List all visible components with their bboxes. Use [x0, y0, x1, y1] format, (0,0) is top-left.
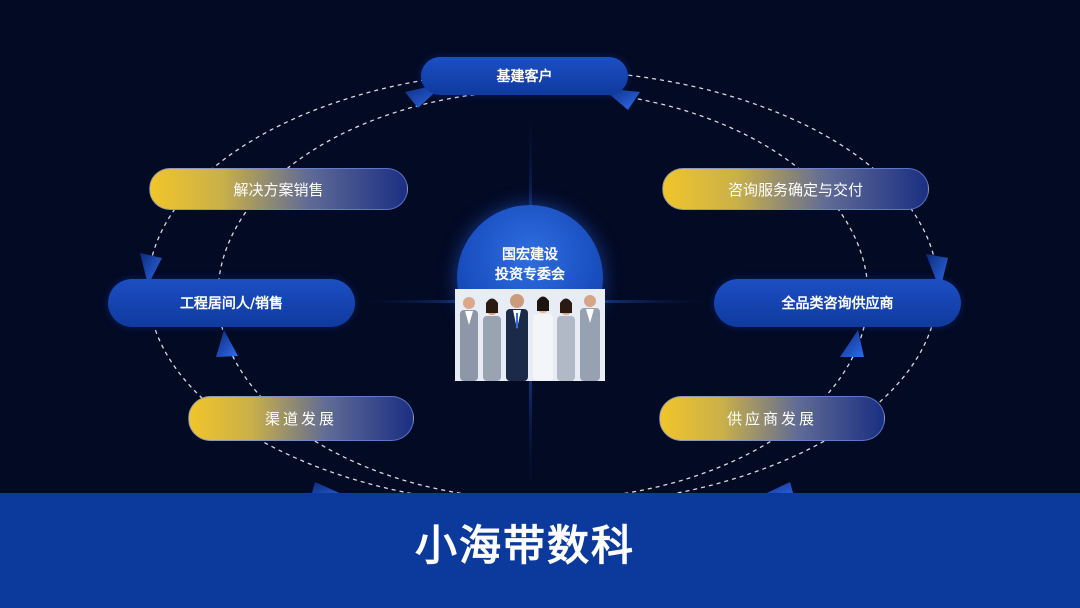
node-left-upper: 解决方案销售 — [149, 168, 408, 210]
team-photo — [455, 289, 605, 381]
center-title-line2: 投资专委会 — [495, 267, 565, 283]
node-right-middle: 全品类咨询供应商 — [714, 279, 961, 327]
node-right-upper: 咨询服务确定与交付 — [662, 168, 929, 210]
node-right-lower: 供应商发展 — [659, 396, 885, 441]
node-left-lower: 渠道发展 — [188, 396, 414, 441]
person-figure-5 — [557, 298, 575, 381]
center-title: 国宏建设 投资专委会 — [455, 245, 605, 285]
center-node: 国宏建设 投资专委会 — [455, 205, 605, 381]
person-figure-3 — [506, 294, 528, 381]
arrow-left-lower-icon — [216, 330, 238, 357]
arrow-left-upper-icon — [140, 253, 162, 285]
person-figure-4 — [533, 296, 553, 381]
arrow-right-upper-icon — [926, 254, 948, 290]
node-left-middle: 工程居间人/销售 — [108, 279, 355, 327]
node-top: 基建客户 — [421, 57, 628, 95]
footer-band — [0, 493, 1080, 608]
person-figure-1 — [460, 297, 478, 381]
person-figure-6 — [580, 295, 600, 381]
person-figure-2 — [483, 298, 501, 381]
center-title-line1: 国宏建设 — [502, 247, 558, 263]
arrow-right-lower-icon — [840, 330, 864, 357]
brand-title: 小海带数科 — [414, 521, 635, 570]
